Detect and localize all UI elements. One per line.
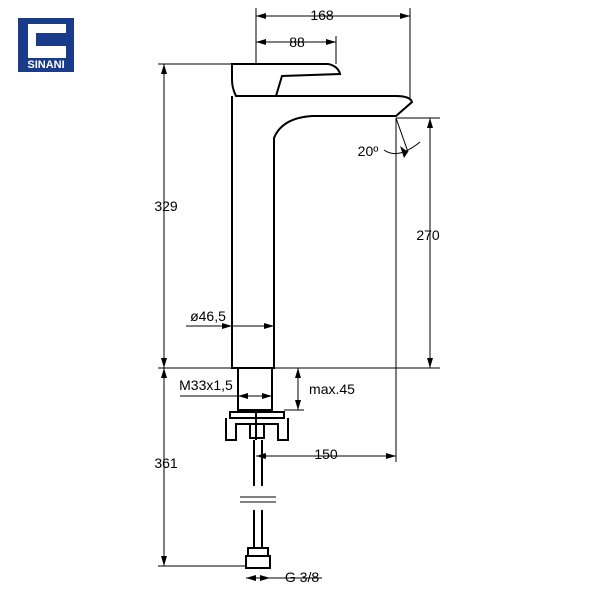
dim-150: 150	[314, 446, 338, 462]
dim-329: 329	[154, 198, 178, 214]
dim-361: 361	[154, 455, 178, 471]
brand-logo: SINANI	[18, 18, 74, 72]
dim-168: 168	[310, 7, 334, 23]
dim-diameter: ø46,5	[190, 308, 226, 324]
logo-mark	[28, 24, 66, 58]
hose-fitting-nut	[245, 555, 271, 569]
hose-fitting-top	[247, 547, 269, 557]
dim-connection: G 3/8	[285, 569, 319, 585]
dim-max-counter: max.45	[309, 381, 355, 397]
faucet-body	[231, 95, 414, 369]
mount-shank	[237, 367, 273, 411]
logo-text: SINANI	[27, 59, 64, 71]
dim-270: 270	[416, 227, 440, 243]
handle-lever	[231, 63, 342, 97]
dim-88: 88	[289, 34, 305, 50]
dim-thread: M33x1,5	[179, 377, 233, 393]
dim-angle: 20º	[358, 143, 379, 159]
fixing-plate	[229, 411, 285, 419]
dimension-lines	[158, 8, 440, 581]
faucet-outline	[225, 63, 414, 569]
thread-nut	[249, 423, 265, 439]
dimension-labels: 168 88 329 270 20º ø46,5 M33x1,5 max.45 …	[154, 7, 440, 585]
